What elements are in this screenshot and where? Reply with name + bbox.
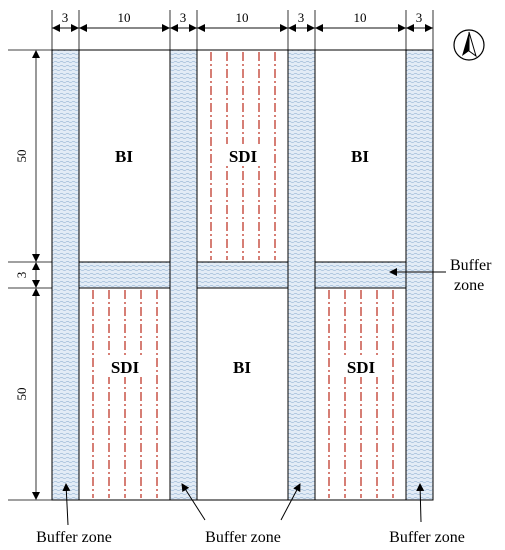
dim-height-buffer: 3 bbox=[14, 272, 29, 279]
buffer-bottom-right-label: Buffer zone bbox=[389, 529, 465, 546]
dim-width-buffer-4: 3 bbox=[416, 10, 423, 25]
plot-label-top-left: BI bbox=[115, 147, 133, 166]
dim-width-plot-2: 10 bbox=[236, 10, 249, 25]
buffer-bottom-left-label: Buffer zone bbox=[36, 529, 112, 546]
dim-height-bottom-plots: 50 bbox=[14, 388, 29, 401]
buffer-bottom-right-arrow bbox=[416, 483, 425, 523]
dim-width-plot-1: 10 bbox=[118, 10, 131, 25]
plot-label-top-middle: SDI bbox=[229, 147, 258, 166]
left-dimension-chain: 50 3 50 bbox=[8, 49, 52, 501]
buffer-horizontal-2 bbox=[196, 261, 289, 289]
drip-lines-bottom-left bbox=[92, 290, 158, 498]
drip-lines-bottom-right bbox=[328, 290, 394, 498]
buffer-strip-1 bbox=[51, 49, 80, 501]
buffer-strip-2 bbox=[169, 49, 198, 501]
buffer-right-label-line2: zone bbox=[454, 277, 484, 294]
north-arrow-icon bbox=[453, 29, 485, 61]
buffer-strip-4 bbox=[405, 49, 434, 501]
buffer-bottom-middle-arrow-right bbox=[280, 483, 301, 521]
dim-height-top-plots: 50 bbox=[14, 150, 29, 163]
dim-width-plot-3: 10 bbox=[354, 10, 367, 25]
dim-width-buffer-1: 3 bbox=[62, 10, 69, 25]
buffer-bottom-left-arrow bbox=[62, 483, 71, 526]
buffer-right-label-line1: Buffer bbox=[450, 257, 492, 274]
buffer-horizontal-1 bbox=[78, 261, 171, 289]
buffer-bottom-middle-label: Buffer zone bbox=[205, 529, 281, 546]
dim-width-buffer-2: 3 bbox=[180, 10, 187, 25]
dim-width-buffer-3: 3 bbox=[298, 10, 305, 25]
plot-label-bottom-left: SDI bbox=[111, 358, 140, 377]
plot-label-top-right: BI bbox=[351, 147, 369, 166]
buffer-bottom-middle-arrow-left bbox=[181, 483, 206, 521]
top-dimension-chain: 3 10 3 10 3 10 3 bbox=[51, 10, 434, 50]
buffer-horizontal-3 bbox=[314, 261, 407, 289]
buffer-strip-3 bbox=[287, 49, 316, 501]
plot-label-bottom-right: SDI bbox=[347, 358, 376, 377]
plot-label-bottom-middle: BI bbox=[233, 358, 251, 377]
plot-bottom-middle bbox=[196, 287, 289, 501]
